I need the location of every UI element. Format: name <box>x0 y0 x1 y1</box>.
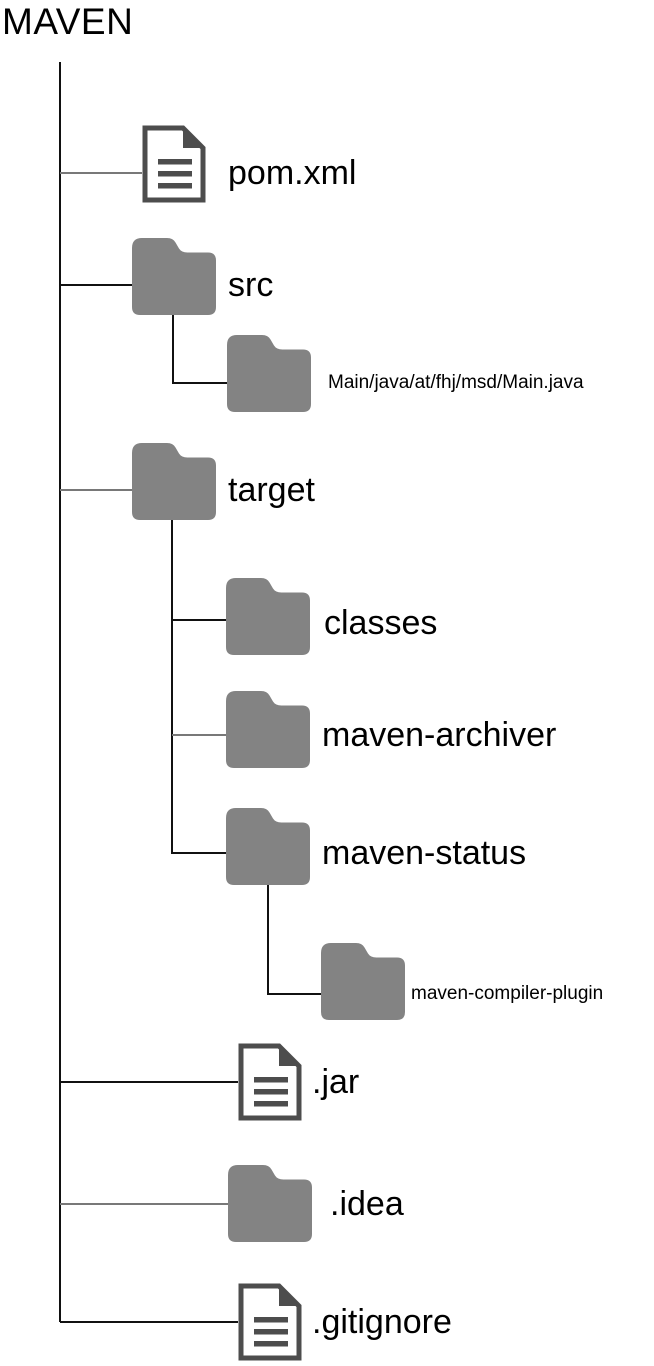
folder-icon <box>228 1165 312 1247</box>
node-label: src <box>228 266 274 304</box>
node-label: target <box>228 471 315 509</box>
folder-icon <box>226 578 310 660</box>
node-label: pom.xml <box>228 154 357 192</box>
node-label: maven-archiver <box>322 716 557 754</box>
node-label: maven-status <box>322 834 527 872</box>
node-label: .idea <box>330 1185 404 1223</box>
file-icon <box>142 125 206 208</box>
folder-icon <box>132 443 216 525</box>
node-label: .jar <box>312 1063 360 1101</box>
folder-icon <box>227 335 311 417</box>
folder-icon <box>226 691 310 773</box>
node-label: classes <box>324 604 438 642</box>
file-icon <box>238 1043 302 1126</box>
node-label: .gitignore <box>312 1303 452 1341</box>
node-label: maven-compiler-plugin <box>411 983 604 1004</box>
node-label: Main/java/at/fhj/msd/Main.java <box>328 372 584 393</box>
folder-icon <box>132 238 216 320</box>
file-icon <box>238 1283 302 1366</box>
diagram-title: MAVEN <box>2 1 134 42</box>
folder-icon <box>321 943 405 1025</box>
folder-icon <box>226 808 310 890</box>
